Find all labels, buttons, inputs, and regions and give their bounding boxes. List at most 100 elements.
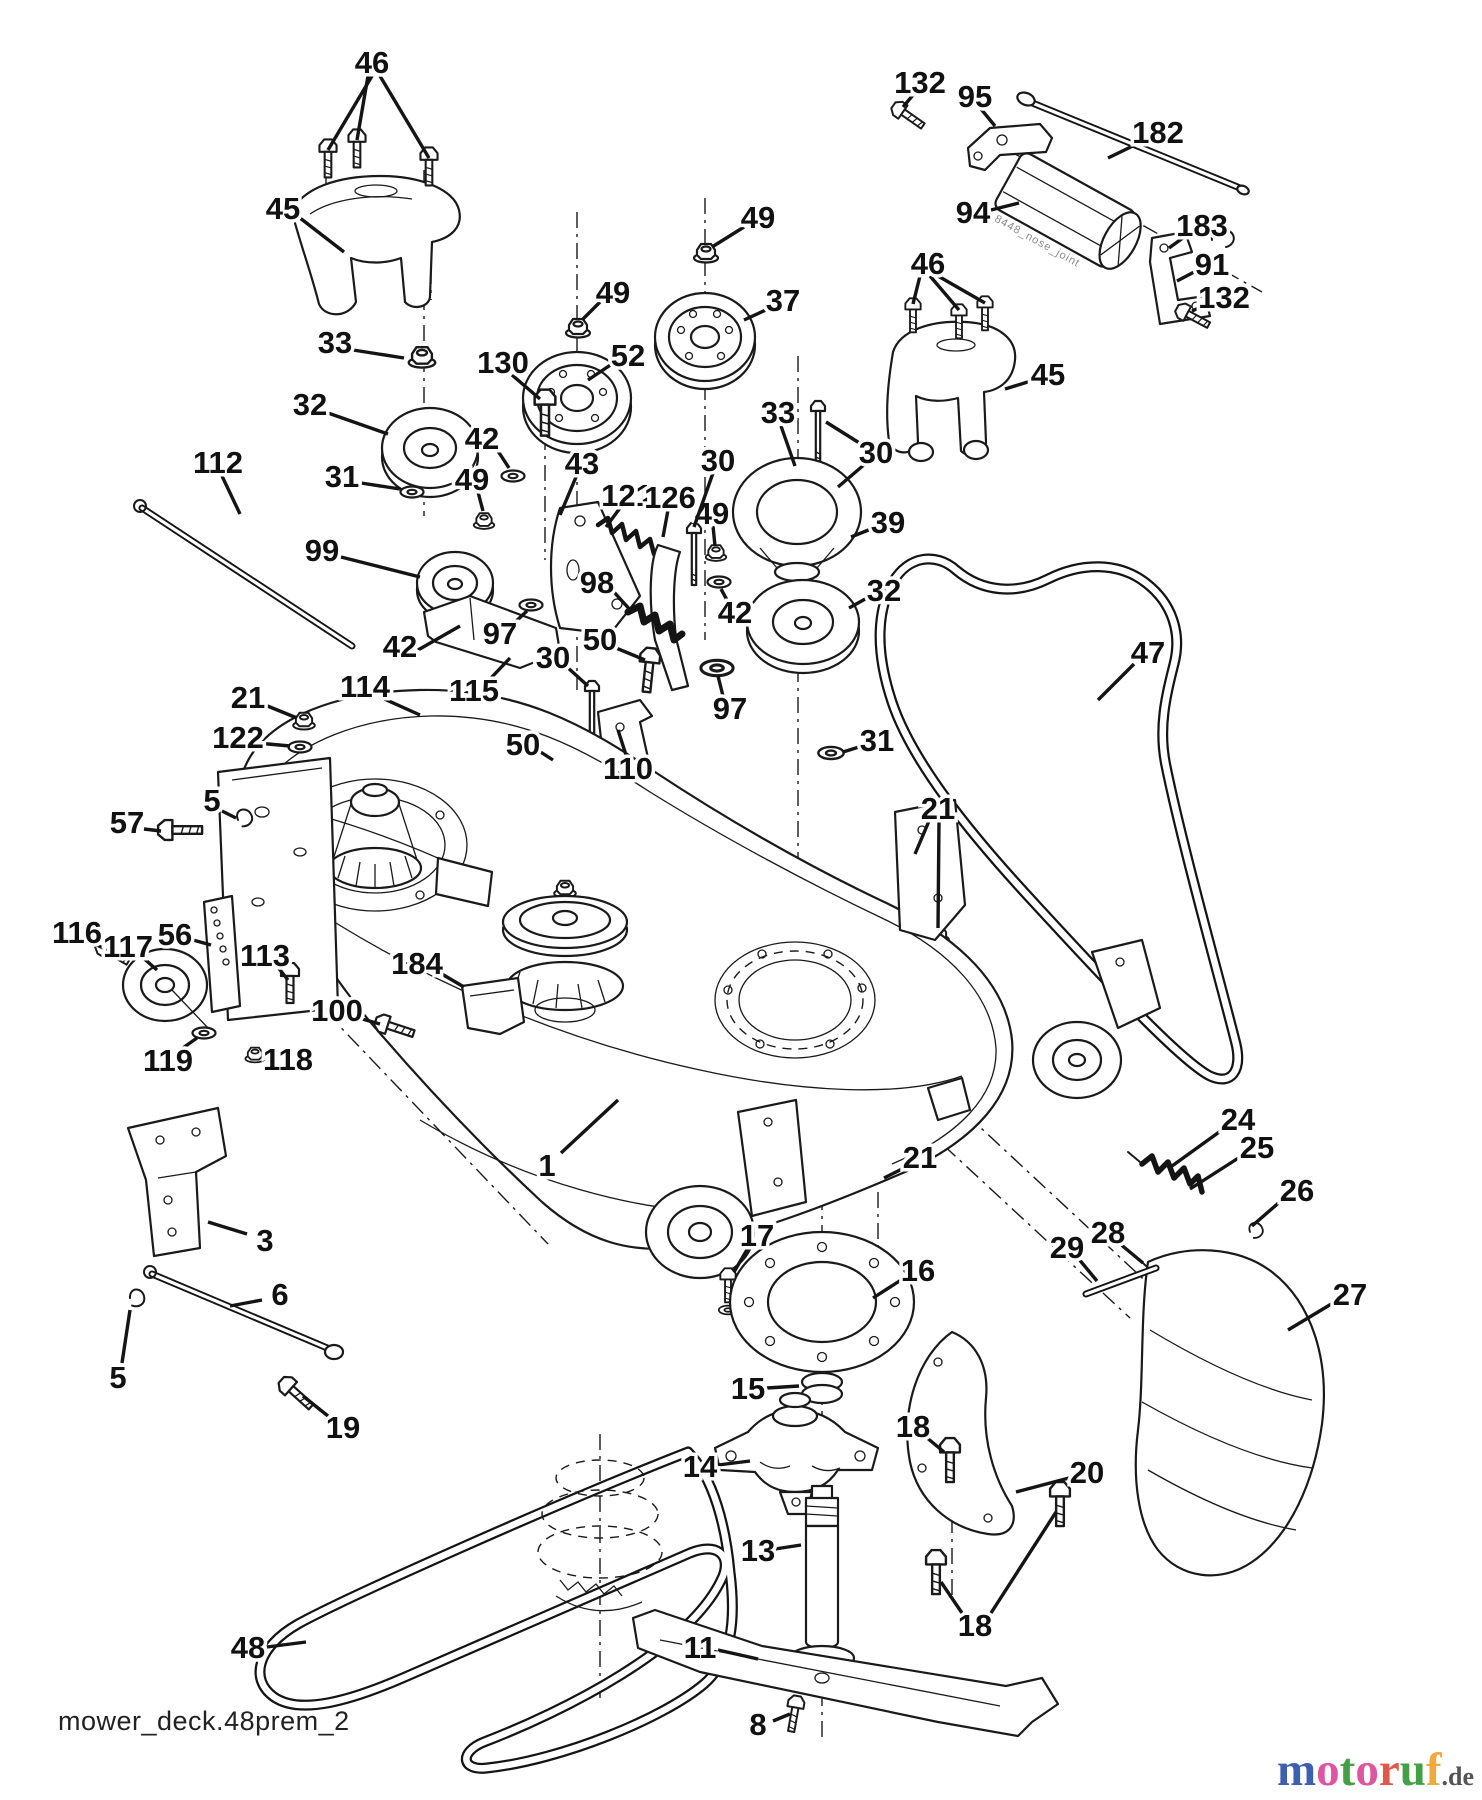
belt-cover-left (290, 128, 461, 316)
leader-line (1176, 269, 1197, 283)
part-label-113: 113 (236, 935, 294, 982)
part-number-text: 57 (110, 805, 144, 840)
leader-line (511, 609, 529, 626)
leader-line (90, 940, 104, 950)
part-label-32: 32 (848, 570, 905, 612)
chute-bracket (906, 1330, 1072, 1596)
leader-line (766, 1384, 800, 1390)
leader-line (275, 964, 290, 982)
part-number-text: 8 (749, 1707, 766, 1742)
part-number-text: 29 (1050, 1230, 1084, 1265)
part-number-text: 21 (231, 680, 265, 715)
part-label-18: 18 (892, 1406, 946, 1454)
part-number-text: 116 (52, 915, 102, 950)
pulley-stack-right (685, 399, 950, 945)
leader-line (616, 729, 628, 756)
part-label-112: 112 (189, 442, 247, 515)
leader-line (417, 624, 461, 652)
part-number-text: 99 (305, 533, 339, 568)
leader-line (872, 1278, 902, 1300)
part-number-text: 184 (391, 946, 443, 981)
part-label-49: 49 (711, 197, 779, 249)
leader-line (298, 216, 346, 254)
part-number-text: 32 (293, 387, 327, 422)
part-label-100: 100 (308, 990, 381, 1032)
part-label-13: 13 (737, 1530, 802, 1572)
part-number-text: 32 (867, 573, 901, 608)
part-label-110: 110 (599, 729, 657, 790)
leader-line (1168, 233, 1188, 250)
part-label-132: 132 (1191, 277, 1253, 319)
leader-line (1107, 140, 1142, 160)
part-number-text: 118 (263, 1042, 313, 1077)
part-label-130: 130 (474, 342, 542, 401)
leader-line (883, 1165, 907, 1180)
part-number-text: 43 (565, 446, 599, 481)
part-label-43: 43 (558, 443, 603, 516)
leader-line (743, 307, 769, 322)
leader-line (143, 827, 162, 833)
part-number-text: 49 (741, 200, 775, 235)
part-label-97: 97 (709, 675, 751, 730)
part-label-42: 42 (379, 624, 461, 668)
part-label-39: 39 (850, 502, 909, 544)
part-label-46: 46 (326, 42, 431, 159)
part-number-text: 5 (109, 1360, 126, 1395)
leader-line (717, 1648, 759, 1661)
leader-line (848, 596, 868, 610)
leader-line (488, 656, 512, 681)
leader-line (587, 362, 613, 382)
part-number-text: 112 (193, 445, 243, 480)
part-number-text: 182 (1132, 115, 1184, 150)
part-label-45: 45 (1004, 354, 1069, 396)
leader-line (939, 1581, 964, 1614)
part-label-26: 26 (1250, 1170, 1318, 1228)
part-number-text: 47 (1131, 635, 1165, 670)
leader-line (538, 749, 554, 762)
part-label-14: 14 (679, 1446, 751, 1488)
motoruf-logo-letters: motoruf (1277, 1744, 1441, 1796)
part-number-text: 48 (231, 1630, 265, 1665)
part-label-8: 8 (746, 1704, 791, 1746)
leader-line (779, 425, 797, 467)
part-label-21: 21 (883, 1137, 941, 1180)
leader-line (913, 820, 931, 855)
leader-line (692, 472, 715, 528)
part-number-text: 33 (318, 325, 352, 360)
part-label-30: 30 (532, 637, 590, 688)
part-label-183: 183 (1168, 205, 1231, 250)
leader-line (717, 1459, 751, 1467)
part-number-text: 14 (683, 1449, 718, 1484)
part-label-46: 46 (907, 243, 986, 312)
leader-line (711, 225, 745, 249)
part-label-48: 48 (227, 1627, 307, 1669)
part-label-49: 49 (691, 493, 733, 547)
leader-line (1250, 1198, 1284, 1228)
leader-line (378, 75, 431, 159)
leader-line (1171, 1128, 1223, 1168)
part-number-text: 113 (240, 938, 290, 973)
part-number-text: 91 (1195, 247, 1229, 282)
part-number-text: 130 (477, 345, 529, 380)
leader-line (120, 1309, 132, 1364)
part-label-24: 24 (1171, 1099, 1259, 1168)
left-hanger-hardware (91, 711, 418, 1064)
part-number-text: 37 (766, 283, 800, 318)
part-label-1: 1 (535, 1098, 620, 1187)
leader-line (716, 675, 725, 697)
part-number-text: 42 (383, 629, 417, 664)
part-label-47: 47 (1096, 632, 1169, 702)
diagram-filename-caption: mower_deck.48prem_2 (58, 1706, 350, 1736)
part-label-94: 94 (952, 192, 1020, 234)
leader-line (558, 476, 578, 516)
part-number-text: 46 (911, 246, 945, 281)
leader-line (937, 274, 986, 305)
logo-letter: f (1425, 1744, 1442, 1796)
part-number-text: 39 (871, 505, 905, 540)
part-number-text: 132 (1198, 280, 1250, 315)
part-label-31: 31 (321, 456, 401, 498)
part-label-99: 99 (301, 530, 421, 579)
part-number-text: 122 (212, 720, 264, 755)
leader-line (192, 938, 212, 947)
